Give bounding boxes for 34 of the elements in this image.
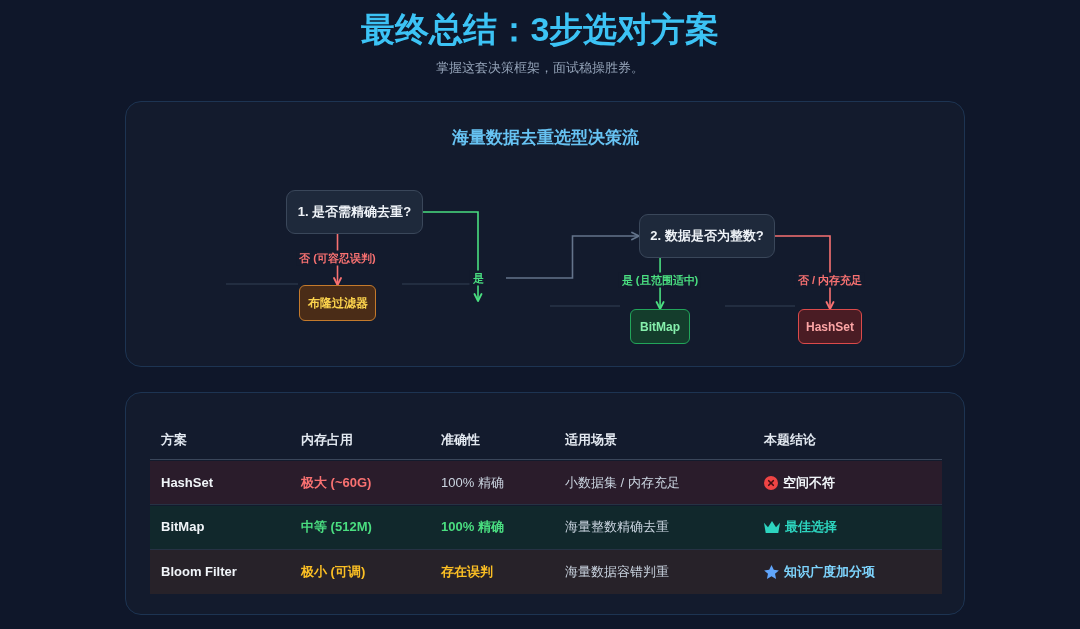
use-case-text: 海量数据容错判重 <box>565 564 669 580</box>
conclusion-text: 最佳选择 <box>785 519 837 535</box>
accuracy-text: 100% 精确 <box>441 519 504 535</box>
result-box: HashSet <box>798 309 862 344</box>
flow-panel <box>125 101 965 367</box>
result-box: 布隆过滤器 <box>299 285 376 321</box>
arrow <box>774 235 835 310</box>
memory-usage-text: 极大 (~60G) <box>301 474 372 491</box>
result-box: BitMap <box>630 309 690 344</box>
panel-title: 海量数据去重选型决策流 <box>451 128 639 148</box>
decision-box: 1. 是否需精确去重? <box>286 190 423 234</box>
column-header: 方案 <box>161 432 187 448</box>
accuracy-text: 存在误判 <box>441 564 493 580</box>
scheme-name: HashSet <box>161 474 214 491</box>
column-header: 准确性 <box>441 432 480 448</box>
conclusion-text: 空间不符 <box>783 474 835 491</box>
use-case-text: 海量整数精确去重 <box>565 519 669 535</box>
edge-label: 是 <box>469 270 487 286</box>
scheme-name: BitMap <box>161 519 205 535</box>
edge-label: 否 (可容忍误判) <box>296 250 379 266</box>
page-title: 最终总结：3步选对方案 <box>360 9 720 49</box>
use-case-text: 小数据集 / 内存充足 <box>565 474 680 491</box>
memory-usage-text: 中等 (512M) <box>301 519 372 535</box>
column-header: 内存占用 <box>301 432 353 448</box>
arrow <box>422 211 483 302</box>
decision-box: 2. 数据是否为整数? <box>639 214 775 258</box>
arrow <box>505 231 640 279</box>
scheme-name: Bloom Filter <box>161 564 237 580</box>
memory-usage-text: 极小 (可调) <box>301 564 366 580</box>
subtitle: 掌握这套决策框架，面试稳操胜券。 <box>436 59 644 77</box>
column-header: 本题结论 <box>764 432 816 448</box>
accuracy-text: 100% 精确 <box>441 474 504 491</box>
column-header: 适用场景 <box>565 432 617 448</box>
conclusion-text: 知识广度加分项 <box>784 564 875 580</box>
